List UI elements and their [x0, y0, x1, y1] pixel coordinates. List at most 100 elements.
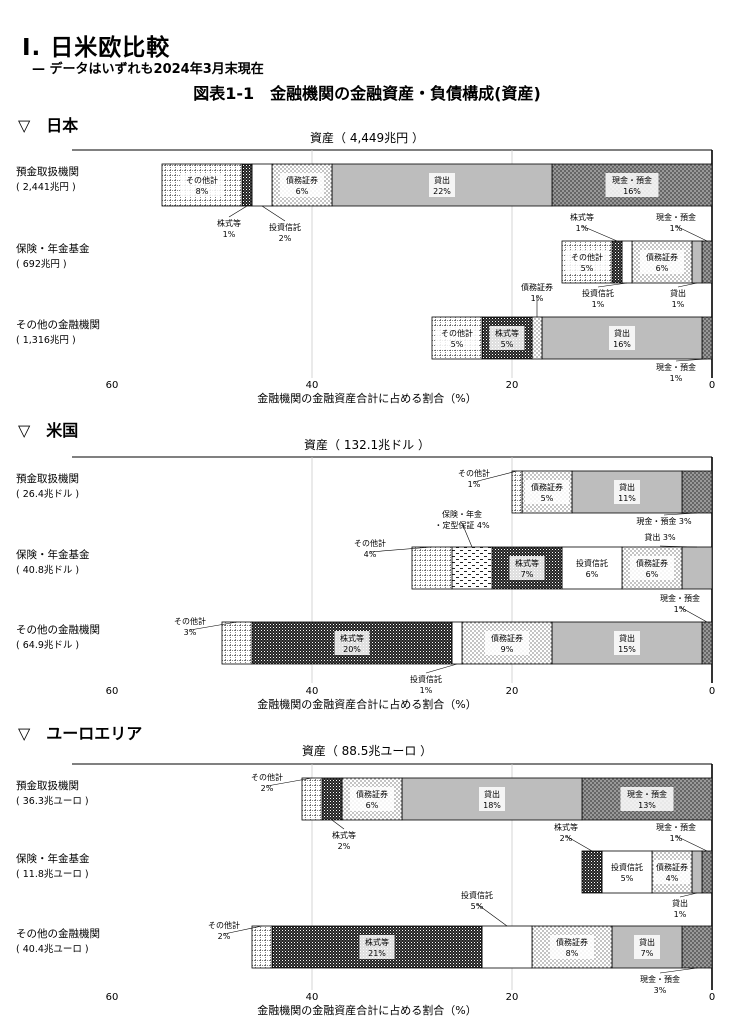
leader-line	[228, 205, 248, 218]
bar-segment	[531, 316, 543, 360]
data-label-value: 2%	[261, 784, 274, 793]
data-label-name: 現金・預金	[660, 593, 700, 603]
data-label-value: 20%	[343, 645, 361, 654]
data-label-name: その他計	[251, 772, 283, 782]
data-label-value: 1%	[670, 834, 683, 843]
category-label: 預金取扱機関	[16, 165, 79, 178]
label-backdrop	[509, 556, 545, 580]
bar-segment	[701, 316, 713, 360]
label-backdrop	[485, 631, 529, 655]
data-label-value: 2%	[218, 932, 231, 941]
category-sublabel: ( 40.8兆ドル )	[16, 565, 79, 576]
category-sublabel: ( 26.4兆ドル )	[16, 489, 79, 500]
leader-line	[261, 205, 286, 222]
data-label-name: 貸出 3%	[644, 532, 676, 542]
leader-line	[677, 282, 698, 288]
leader-line	[597, 282, 628, 288]
category-label: その他の金融機関	[16, 927, 100, 940]
data-label-name: 債務証券	[656, 862, 688, 872]
bar-segment	[511, 470, 523, 514]
data-label-value: 5%	[501, 340, 514, 349]
leader-line	[461, 522, 473, 548]
data-label-value: 6%	[646, 570, 659, 579]
category-label: 保険・年金基金	[16, 548, 90, 561]
x-axis-label: 金融機関の金融資産合計に占める割合（%）	[257, 697, 476, 711]
bar-segment	[251, 925, 273, 969]
data-label-value: 4%	[666, 874, 679, 883]
data-label-value: 11%	[618, 494, 636, 503]
data-label-name: その他計	[186, 175, 218, 185]
leader-line	[659, 545, 698, 548]
bar-segment	[701, 240, 713, 284]
bar-segment	[481, 925, 533, 969]
data-label-value: 1%	[670, 224, 683, 233]
data-label-value: 15%	[618, 645, 636, 654]
data-label-value: 1%	[670, 374, 683, 383]
x-axis-label: 金融機関の金融資産合計に占める割合（%）	[257, 391, 476, 405]
data-label-name: 投資信託	[410, 674, 442, 684]
bar-segment	[241, 163, 253, 207]
data-label-value: 1%	[674, 605, 687, 614]
bar-segment	[701, 621, 713, 665]
data-label-value: 3%	[654, 986, 667, 995]
category-label: その他の金融機関	[16, 623, 100, 636]
data-label-name: 債務証券	[646, 252, 678, 262]
data-label-name: 貸出	[614, 328, 630, 338]
data-label-name: 債務証券	[556, 937, 588, 947]
data-label-name: 株式等	[515, 558, 539, 568]
data-label-value: 22%	[433, 187, 451, 196]
label-backdrop	[605, 860, 649, 884]
data-label-value: 6%	[586, 570, 599, 579]
data-label-value: 7%	[641, 949, 654, 958]
category-label: 保険・年金基金	[16, 242, 90, 255]
data-label-name: 債務証券	[491, 633, 523, 643]
data-label-name: 貸出	[670, 288, 686, 298]
x-tick-label-40: 40	[306, 380, 319, 391]
data-label-name: 投資信託	[269, 222, 301, 232]
data-label-value: 3%	[184, 628, 197, 637]
category-sublabel: ( 36.3兆ユーロ )	[16, 796, 89, 807]
data-label-value: 6%	[296, 187, 309, 196]
leader-line	[675, 835, 708, 852]
data-label-value: 8%	[196, 187, 209, 196]
data-label-value: ・定型保証 4%	[434, 520, 490, 530]
label-backdrop	[634, 935, 660, 959]
data-label-name: その他計	[571, 252, 603, 262]
label-backdrop	[620, 787, 674, 811]
x-tick-label-40: 40	[306, 992, 319, 1003]
data-label-name: その他計	[458, 468, 490, 478]
page-heading: Ⅰ. 日米欧比較	[22, 35, 171, 61]
data-label-name: 株式等	[340, 633, 364, 643]
leader-line	[675, 225, 708, 242]
data-label-name: その他計	[441, 328, 473, 338]
leader-line	[565, 835, 593, 852]
bar-segment	[581, 850, 603, 894]
leader-line	[331, 819, 345, 830]
data-label-name: 現金・預金	[656, 362, 696, 372]
data-label-name: 貸出	[484, 789, 500, 799]
category-label: 保険・年金基金	[16, 852, 90, 865]
data-label-value: 6%	[656, 264, 669, 273]
label-backdrop	[359, 935, 395, 959]
data-label-name: 現金・預金	[656, 212, 696, 222]
data-label-value: 5%	[451, 340, 464, 349]
data-label-name: 保険・年金	[442, 509, 482, 519]
chart-title: 資産（ 132.1兆ドル ）	[304, 437, 430, 452]
category-sublabel: ( 64.9兆ドル )	[16, 640, 79, 651]
data-label-value: 1%	[223, 230, 236, 239]
data-label-name: その他計	[174, 616, 206, 626]
data-label-name: 現金・預金 3%	[636, 516, 692, 526]
data-label-name: 株式等	[570, 212, 594, 222]
data-label-value: 1%	[672, 300, 685, 309]
data-label-name: 投資信託	[576, 558, 608, 568]
x-tick-label-40: 40	[306, 686, 319, 697]
data-label-name: 現金・預金	[627, 789, 667, 799]
data-label-name: 投資信託	[611, 862, 643, 872]
leader-line	[266, 777, 313, 787]
leader-line	[679, 606, 708, 623]
x-tick-label-60: 60	[106, 686, 119, 697]
category-label: 預金取扱機関	[16, 779, 79, 792]
section-title-japan: ▽ 日本	[18, 116, 79, 135]
chart-title: 資産（ 88.5兆ユーロ ）	[302, 743, 432, 758]
x-tick-label-0: 0	[709, 686, 715, 697]
